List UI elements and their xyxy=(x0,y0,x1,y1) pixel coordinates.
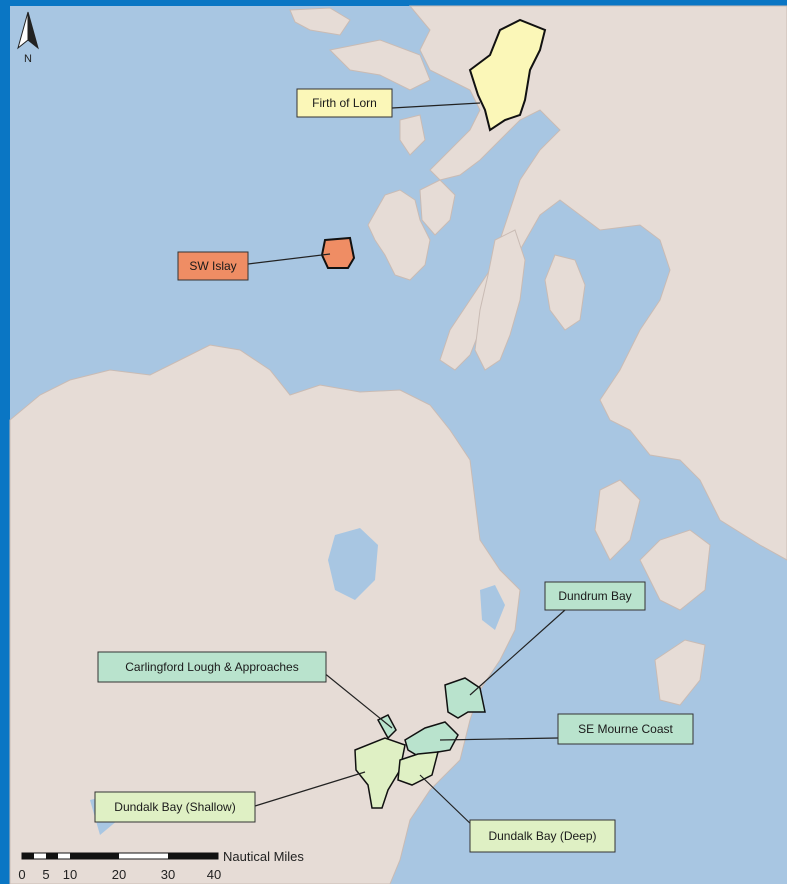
svg-text:Carlingford Lough & Approaches: Carlingford Lough & Approaches xyxy=(125,660,298,674)
site-firth-of-lorn[interactable] xyxy=(468,18,547,132)
scale-tick-0: 0 xyxy=(18,867,25,882)
land-mull xyxy=(289,7,431,156)
leader-lines xyxy=(247,102,566,829)
label-sw-islay[interactable]: SW Islay xyxy=(177,251,249,281)
svg-text:Firth of Lorn: Firth of Lorn xyxy=(312,96,377,110)
land-scotland xyxy=(408,5,787,611)
scale-tick-5: 5 xyxy=(42,867,49,882)
scale-unit: Nautical Miles xyxy=(223,849,304,864)
land-isle-of-man xyxy=(654,639,706,706)
site-sw-islay[interactable] xyxy=(320,236,356,269)
scale-tick-10: 10 xyxy=(63,867,77,882)
site-se-mourne[interactable] xyxy=(404,721,459,757)
site-dundalk-shallow[interactable] xyxy=(354,737,406,809)
svg-text:Dundrum Bay: Dundrum Bay xyxy=(558,589,631,603)
land-kintyre xyxy=(474,229,526,371)
svg-text:Dundalk Bay (Deep): Dundalk Bay (Deep) xyxy=(488,829,596,843)
label-dundalk-shallow[interactable]: Dundalk Bay (Shallow) xyxy=(94,791,256,823)
lough-neagh xyxy=(328,528,378,600)
scale-bar: Nautical Miles 0 5 10 20 30 40 xyxy=(18,849,304,882)
label-dundrum-bay[interactable]: Dundrum Bay xyxy=(544,581,646,611)
frame-left-strip xyxy=(0,190,10,884)
north-arrow-label: N xyxy=(24,53,32,65)
site-dundrum-bay[interactable] xyxy=(444,677,486,719)
scale-tick-20: 20 xyxy=(112,867,126,882)
scale-tick-30: 30 xyxy=(161,867,175,882)
north-arrow: N xyxy=(17,11,39,65)
label-firth-of-lorn[interactable]: Firth of Lorn xyxy=(296,88,393,118)
svg-text:Dundalk Bay (Shallow): Dundalk Bay (Shallow) xyxy=(114,800,235,814)
land-islay-jura xyxy=(367,179,456,281)
strangford-lough xyxy=(480,585,505,630)
svg-text:SW Islay: SW Islay xyxy=(189,259,236,273)
scale-tick-40: 40 xyxy=(207,867,221,882)
label-se-mourne[interactable]: SE Mourne Coast xyxy=(557,713,694,745)
svg-text:SE Mourne Coast: SE Mourne Coast xyxy=(578,722,673,736)
site-dundalk-deep[interactable] xyxy=(397,751,439,786)
label-carlingford[interactable]: Carlingford Lough & Approaches xyxy=(97,651,327,683)
label-dundalk-deep[interactable]: Dundalk Bay (Deep) xyxy=(469,819,616,853)
